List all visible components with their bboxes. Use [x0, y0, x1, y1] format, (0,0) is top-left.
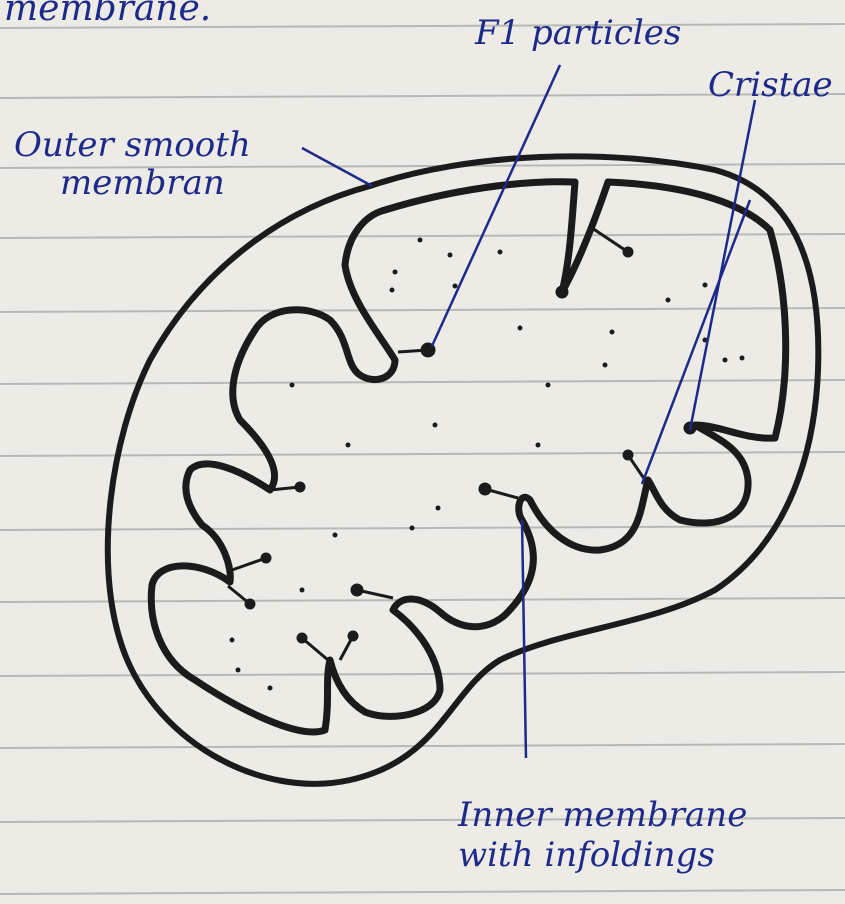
- label-f1-particles: F1 particles: [474, 13, 681, 53]
- heading-fragment: membrane.: [4, 0, 211, 29]
- pointer-inner-membrane: [522, 520, 526, 758]
- label-outer-membrane-line1: Outer smooth: [14, 125, 251, 165]
- f1-particle-stalks: [228, 228, 720, 660]
- label-pointers: [302, 65, 755, 758]
- label-inner-membrane-line1: Inner membrane: [457, 795, 747, 835]
- label-cristae: Cristae: [708, 65, 833, 105]
- pointer-f1-particles: [432, 65, 560, 346]
- label-outer-membrane-line2: membran: [60, 163, 225, 203]
- pointer-cristae-second: [642, 200, 750, 484]
- label-inner-membrane-line2: with infoldings: [458, 835, 715, 875]
